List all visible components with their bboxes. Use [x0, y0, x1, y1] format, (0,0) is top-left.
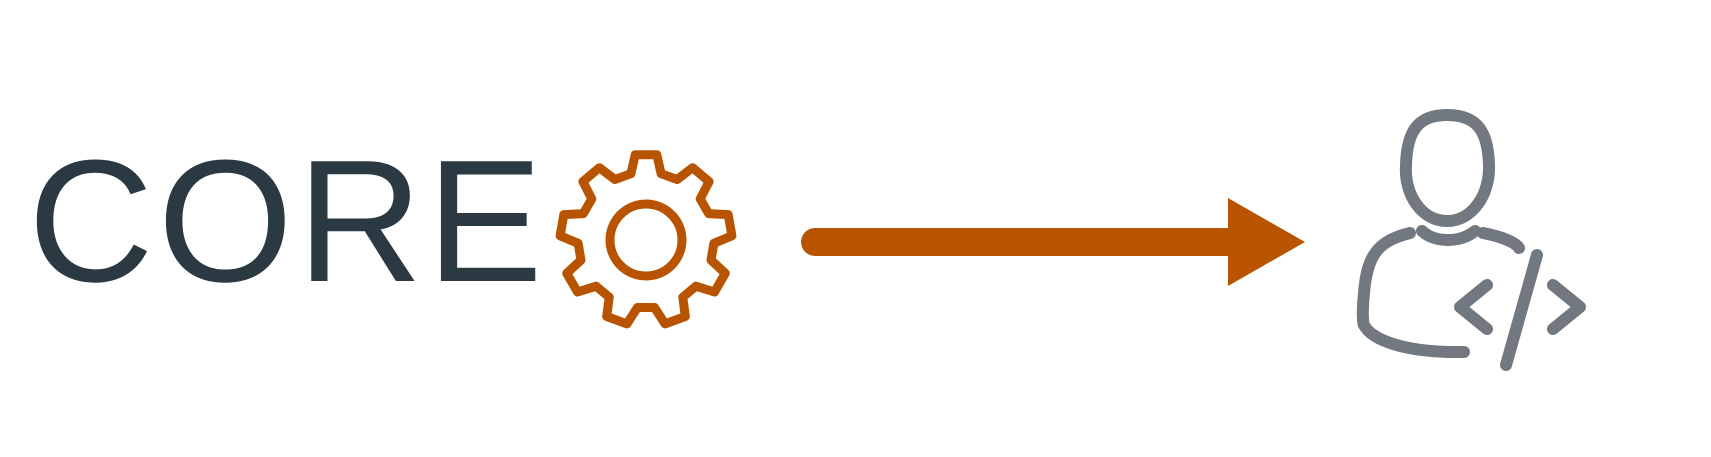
user-body-shape	[1356, 227, 1470, 359]
arrow-right-icon	[801, 198, 1305, 286]
user-head-shape	[1399, 109, 1496, 227]
user-shoulder-right	[1477, 227, 1525, 254]
code-slash	[1500, 249, 1543, 371]
developer-user-icon	[1356, 109, 1586, 371]
code-bracket-left	[1454, 279, 1493, 335]
code-bracket-right	[1547, 279, 1586, 335]
user-collar	[1416, 225, 1481, 246]
gear-icon	[555, 150, 737, 329]
core-label: CORE	[28, 123, 547, 318]
